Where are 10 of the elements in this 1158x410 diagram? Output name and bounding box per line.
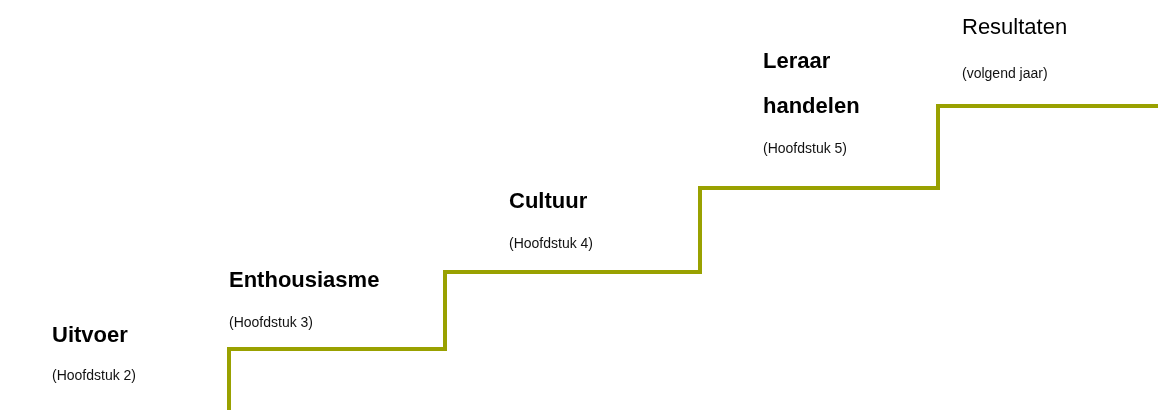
- step-heading: Uitvoer: [52, 321, 128, 349]
- chapter-note: (Hoofdstuk 2): [52, 366, 137, 385]
- step-heading: Leraar handelen: [763, 47, 861, 120]
- step-heading: Enthousiasme: [229, 266, 380, 294]
- chapter-note: (volgend jaar): [962, 64, 1048, 83]
- chapter-note: (Hoofdstuk 4): [509, 234, 594, 253]
- step-heading: Resultaten: [962, 13, 1068, 41]
- step-heading: Cultuur: [509, 187, 588, 215]
- chapter-note: (Hoofdstuk 3): [229, 313, 314, 332]
- chapter-note: (Hoofdstuk 5): [763, 139, 848, 158]
